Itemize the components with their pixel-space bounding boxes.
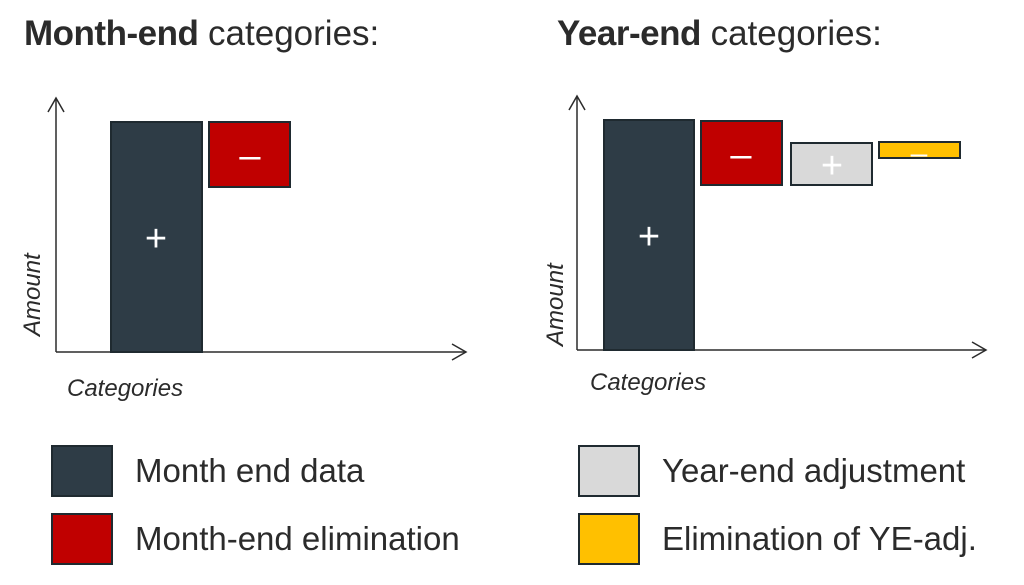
legend-label-year-end-adjustment: Year-end adjustment	[662, 452, 966, 489]
year-end-data-sign: +	[638, 216, 660, 258]
month-end-y-arrow	[47, 96, 65, 113]
legend-elimination-of-ye-adj: Elimination of YE-adj.	[578, 513, 977, 565]
month-end-data-block	[110, 121, 203, 353]
year-end-adjustment-sign: +	[821, 145, 843, 187]
year-end-adjustment-block	[790, 142, 873, 186]
legend-label-month-end-data: Month end data	[135, 452, 365, 489]
year-end-y-label: Amount	[542, 262, 569, 348]
month-end-data-sign: +	[145, 218, 167, 260]
legend-month-end-elimination: Month-end elimination	[51, 513, 460, 565]
legend-swatch-elimination-of-ye-adj	[578, 513, 640, 565]
legend-label-month-end-elimination: Month-end elimination	[135, 520, 460, 557]
legend-swatch-year-end-adjustment	[578, 445, 640, 497]
legend-year-end-adjustment: Year-end adjustment	[578, 445, 965, 497]
category-diagrams: Amount Categories + – Amount Categories …	[19, 94, 988, 402]
month-end-x-arrow	[451, 343, 468, 361]
month-end-title: Month-end categories:	[24, 14, 379, 54]
month-end-elimination-block	[208, 121, 291, 188]
legend-swatch-month-end-data	[51, 445, 113, 497]
legend-swatch-month-end-elimination	[51, 513, 113, 565]
year-end-elimination-block	[700, 120, 783, 186]
year-end-title-bold: Year-end	[557, 14, 701, 53]
year-end-title: Year-end categories:	[557, 14, 882, 54]
year-end-data-block	[603, 119, 695, 351]
month-end-title-bold: Month-end	[24, 14, 199, 53]
elimination-of-ye-adj-block	[878, 141, 961, 159]
year-end-elimination-sign: –	[730, 134, 752, 176]
month-end-title-rest: categories:	[198, 14, 380, 53]
year-end-title-rest: categories:	[700, 14, 882, 53]
legend-month-end-data: Month end data	[51, 445, 364, 497]
month-end-x-label: Categories	[67, 375, 183, 402]
elimination-of-ye-adj-sign: –	[911, 137, 928, 170]
year-end-x-arrow	[971, 341, 988, 359]
year-end-x-label: Categories	[590, 369, 706, 396]
month-end-y-label: Amount	[19, 252, 46, 338]
year-end-y-arrow	[568, 94, 586, 111]
legend-label-elimination-of-ye-adj: Elimination of YE-adj.	[662, 520, 977, 557]
month-end-elimination-sign: –	[239, 135, 261, 177]
